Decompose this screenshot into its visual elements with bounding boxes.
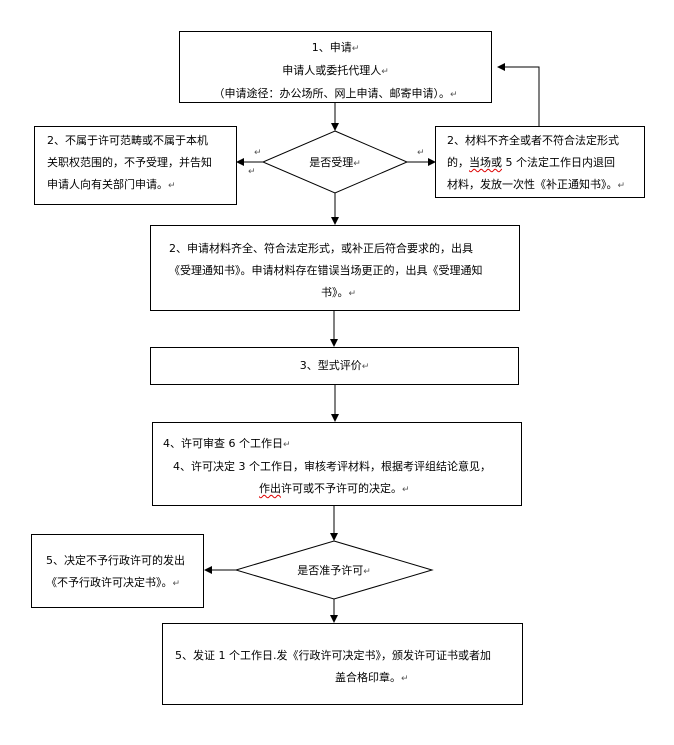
step-reject-box: 2、不属于许可范畴或不属于本机 关职权范围的，不予受理，并告知 申请人向有关部门…: [34, 126, 237, 205]
paragraph-mark: ↵: [254, 148, 262, 158]
accept-line-2: 《受理通知书》。申请材料存在错误当场更正的，出具《受理通知: [169, 264, 483, 277]
review-line-2: 4、许可决定 3 个工作日，审核考评材料，根据考评组结论意见，: [173, 460, 491, 473]
step-review-box: 4、许可审查 6 个工作日↵ 4、许可决定 3 个工作日，审核考评材料，根据考评…: [152, 422, 522, 506]
grant-line-1: 5、发证 1 个工作日.发《行政许可决定书》，颁发许可证书或者加: [175, 649, 491, 662]
apply-title: 1、申请: [311, 41, 352, 54]
step-grant-box: 5、发证 1 个工作日.发《行政许可决定书》，颁发许可证书或者加 盖合格印章。↵: [162, 623, 523, 705]
deny-line-1: 5、决定不予行政许可的发出: [46, 554, 185, 567]
reject-line-2: 关职权范围的，不予受理，并告知: [47, 156, 212, 169]
deny-line-2: 《不予行政许可决定书》。: [46, 576, 173, 589]
step-supplement-box: 2、材料不齐全或者不符合法定形式 的，当场或 5 个法定工作日内退回 材料，发放…: [435, 126, 645, 198]
accept-line-3: 书》。: [321, 286, 349, 299]
decision-accept-label: 是否受理↵: [309, 156, 361, 169]
supplement-line-1: 2、材料不齐全或者不符合法定形式: [447, 134, 619, 147]
arrow-supplement-back-to-apply: [497, 63, 540, 126]
paragraph-mark: ↵: [248, 167, 256, 177]
supplement-line-3: 材料，发放一次性《补正通知书》。: [447, 178, 618, 191]
step-evaluation-box: 3、型式评价↵: [150, 347, 519, 385]
apply-applicant: 申请人或委托代理人: [282, 64, 382, 77]
review-line-1: 4、许可审查 6 个工作日: [163, 437, 283, 450]
step-accept-box: 2、申请材料齐全、符合法定形式，或补正后符合要求的，出具 《受理通知书》。申请材…: [150, 225, 520, 311]
evaluation-label: 3、型式评价: [299, 359, 362, 372]
decision-grant-label: 是否准予许可↵: [297, 564, 371, 577]
reject-line-3: 申请人向有关部门申请。: [47, 178, 168, 191]
step-apply-box: 1、申请↵ 申请人或委托代理人↵ （申请途径：办公场所、网上申请、邮寄申请）。↵: [179, 31, 492, 103]
accept-line-1: 2、申请材料齐全、符合法定形式，或补正后符合要求的，出具: [169, 242, 473, 255]
grant-line-2: 盖合格印章。: [335, 671, 401, 684]
reject-line-1: 2、不属于许可范畴或不属于本机: [47, 134, 208, 147]
step-deny-box: 5、决定不予行政许可的发出 《不予行政许可决定书》。↵: [31, 534, 204, 608]
apply-channels: （申请途径：办公场所、网上申请、邮寄申请）。: [213, 87, 450, 100]
paragraph-mark: ↵: [417, 148, 425, 158]
